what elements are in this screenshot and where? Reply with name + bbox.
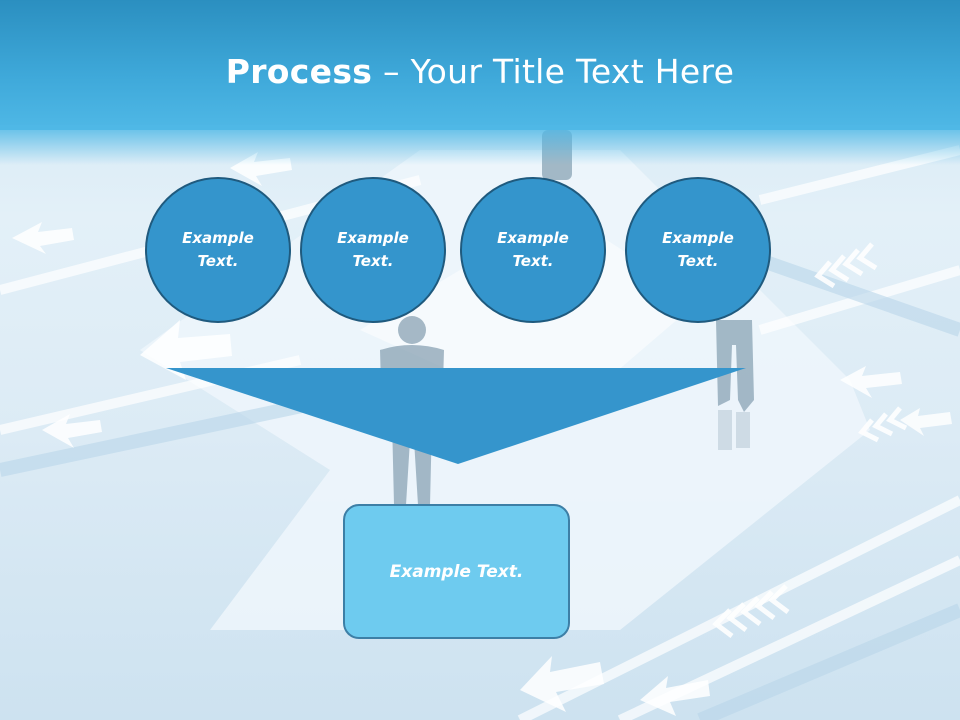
slide-title: Process – Your Title Text Here	[0, 52, 960, 91]
step-circle-4: Example Text.	[625, 177, 771, 323]
step-circle-1: Example Text.	[145, 177, 291, 323]
step-circle-label: Example Text.	[497, 229, 569, 270]
step-circle-label: Example Text.	[337, 229, 409, 270]
title-bar-fade	[0, 125, 960, 165]
slide-title-rest: – Your Title Text Here	[372, 52, 735, 91]
result-box: Example Text.	[343, 504, 570, 639]
step-circle-label: Example Text.	[662, 229, 734, 270]
step-circle-label: Example Text.	[182, 229, 254, 270]
slide-title-bold: Process	[225, 52, 373, 91]
step-circle-2: Example Text.	[300, 177, 446, 323]
step-circle-3: Example Text.	[460, 177, 606, 323]
title-bar	[0, 0, 960, 130]
result-box-label: Example Text.	[389, 561, 524, 582]
